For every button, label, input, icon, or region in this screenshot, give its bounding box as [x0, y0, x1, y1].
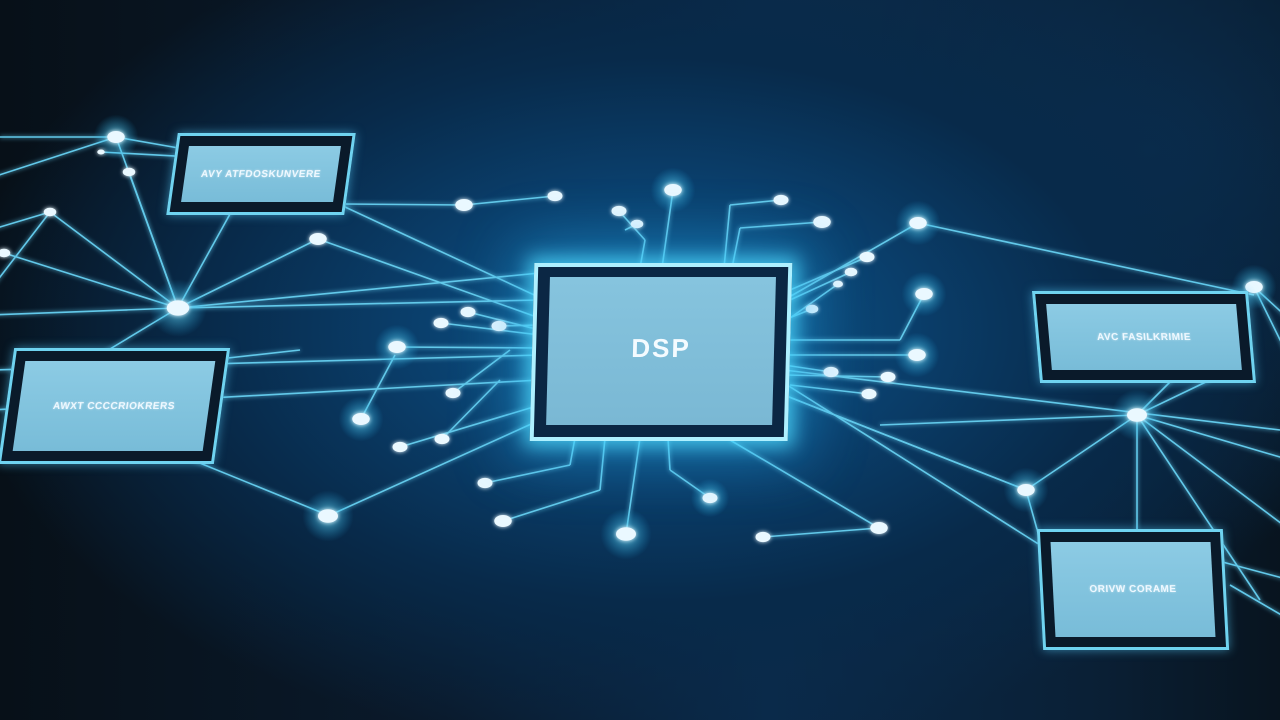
connection-line — [317, 238, 546, 321]
network-node-icon — [477, 477, 493, 489]
network-node-icon — [844, 267, 858, 277]
connection-line — [739, 221, 823, 229]
network-node-icon — [43, 207, 57, 217]
connection-line — [177, 271, 551, 309]
connection-line — [783, 394, 1027, 491]
connection-line — [1214, 559, 1280, 579]
network-node-icon — [861, 388, 877, 400]
connection-line — [1136, 414, 1261, 601]
network-node-icon — [0, 248, 11, 258]
connection-line — [667, 437, 671, 471]
network-node-icon — [388, 341, 406, 353]
connection-line — [396, 346, 541, 349]
connection-line — [3, 252, 179, 309]
network-node-icon — [445, 387, 461, 399]
connection-line — [879, 414, 1138, 426]
connection-line — [343, 203, 465, 206]
network-node-icon — [773, 194, 789, 206]
network-node-icon — [455, 199, 473, 211]
network-node-icon — [880, 371, 896, 383]
module-box-mid-left: AWXT CCCCRIOKRERS — [0, 348, 231, 464]
connection-line — [1136, 414, 1280, 458]
network-node-icon — [823, 366, 839, 378]
network-node-icon — [318, 509, 338, 523]
connection-line — [329, 199, 546, 301]
connection-line — [0, 307, 179, 316]
network-node-icon — [630, 219, 644, 229]
network-node-icon — [392, 441, 408, 453]
network-node-icon — [908, 349, 926, 361]
network-node-icon — [915, 288, 933, 300]
network-node-icon — [616, 527, 636, 541]
connection-line — [789, 271, 852, 301]
connection-line — [1136, 414, 1280, 524]
network-node-icon — [460, 306, 476, 318]
connection-line — [599, 437, 606, 491]
module-box-right-top: AVC FASILKRIMIE — [1031, 291, 1257, 383]
network-node-icon — [352, 413, 370, 425]
network-node-icon — [1127, 408, 1147, 422]
network-node-icon — [611, 205, 627, 217]
connection-line — [783, 369, 1280, 431]
network-node-icon — [909, 217, 927, 229]
network-node-icon — [702, 492, 718, 504]
connection-line — [783, 222, 919, 301]
module-label: AVC FASILKRIMIE — [1096, 331, 1192, 343]
module-label: AWXT CCCCRIOKRERS — [52, 400, 176, 412]
connection-line — [762, 527, 880, 538]
connection-line — [0, 211, 51, 279]
connection-line — [502, 489, 601, 522]
module-box-top-left: AVY ATFDOSKUNVERE — [166, 133, 356, 215]
network-node-icon — [434, 433, 450, 445]
network-node-icon — [547, 190, 563, 202]
network-nodes — [0, 114, 1277, 560]
module-label: AVY ATFDOSKUNVERE — [200, 168, 322, 180]
connection-line — [484, 464, 571, 484]
dsp-chip: DSP — [529, 263, 793, 441]
connection-line — [569, 437, 576, 466]
network-node-icon — [494, 515, 512, 527]
connection-line — [789, 384, 870, 395]
connection-line — [441, 379, 501, 440]
network-node-icon — [664, 184, 682, 196]
connection-line — [789, 256, 868, 291]
connection-line — [399, 404, 541, 448]
module-box-right-bottom: ORIVW CORAME — [1036, 529, 1230, 650]
network-node-icon — [433, 317, 449, 329]
connection-line — [783, 382, 1041, 546]
connection-line — [783, 364, 832, 373]
connection-line — [452, 349, 511, 394]
connection-line — [1229, 584, 1280, 616]
connection-line — [463, 195, 556, 206]
module-label: ORIVW CORAME — [1089, 584, 1177, 595]
connection-line — [115, 136, 179, 309]
network-node-icon — [859, 251, 875, 263]
connection-line — [789, 283, 839, 319]
network-node-icon — [805, 304, 819, 314]
network-node-icon — [97, 149, 105, 155]
connection-line — [731, 227, 741, 269]
network-node-icon — [1245, 281, 1263, 293]
network-node-icon — [491, 320, 507, 332]
network-node-icon — [309, 233, 327, 245]
dsp-chip-label: DSP — [630, 332, 692, 363]
network-node-icon — [122, 167, 136, 177]
network-node-icon — [833, 280, 843, 288]
connection-line — [723, 204, 731, 269]
connection-line — [917, 222, 1255, 296]
network-node-icon — [813, 216, 831, 228]
connection-line — [467, 311, 541, 331]
network-node-icon — [755, 531, 771, 543]
network-node-icon — [107, 131, 125, 143]
network-node-icon — [1017, 484, 1035, 496]
connection-line — [729, 199, 782, 206]
connection-line — [440, 322, 541, 336]
connection-line — [729, 439, 880, 529]
connection-line — [0, 211, 51, 228]
network-node-icon — [870, 522, 888, 534]
connection-line — [177, 299, 541, 309]
connection-line — [327, 419, 541, 517]
network-node-icon — [166, 300, 190, 316]
